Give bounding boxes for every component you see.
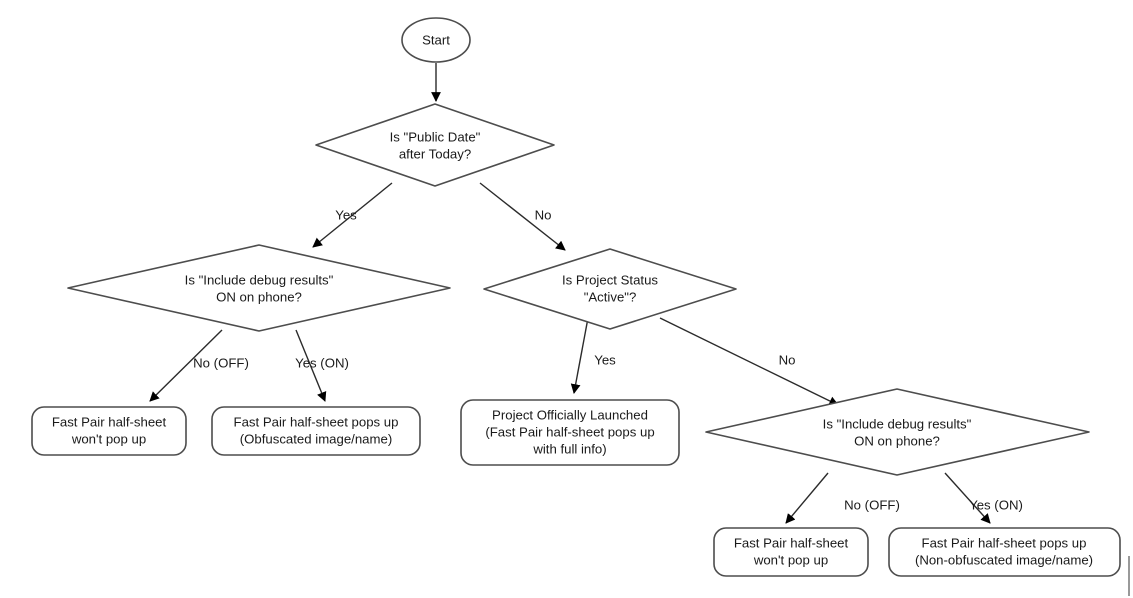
terminal-launched-line3: with full info) bbox=[532, 441, 606, 456]
node-start[interactable]: Start bbox=[401, 17, 471, 63]
project-status-line1: Is Project Status bbox=[562, 272, 658, 287]
terminal-right-on-line2: (Non-obfuscated image/name) bbox=[915, 552, 1093, 567]
node-decision-debug-right[interactable]: Is "Include debug results" ON on phone? bbox=[705, 388, 1090, 476]
edge-debug-left-on bbox=[295, 329, 327, 402]
debug-left-diamond bbox=[67, 244, 451, 332]
edge-project-status-yes bbox=[570, 317, 589, 394]
edge-label-debug-left-on: Yes (ON) bbox=[295, 355, 349, 370]
terminal-right-on-box bbox=[888, 527, 1121, 577]
edge-label-debug-right-on: Yes (ON) bbox=[969, 497, 1023, 512]
terminal-launched-line2: (Fast Pair half-sheet pops up bbox=[485, 424, 654, 439]
node-terminal-right-off[interactable]: Fast Pair half-sheet won't pop up bbox=[713, 527, 869, 577]
node-decision-project-status[interactable]: Is Project Status "Active"? bbox=[483, 248, 737, 330]
edge-public-date-yes bbox=[312, 182, 393, 248]
project-status-diamond bbox=[483, 248, 737, 330]
edge-debug-right-off bbox=[785, 472, 829, 524]
debug-right-diamond bbox=[705, 388, 1090, 476]
node-decision-public-date[interactable]: Is "Public Date" after Today? bbox=[315, 103, 555, 187]
node-decision-debug-left[interactable]: Is "Include debug results" ON on phone? bbox=[67, 244, 451, 332]
terminal-left-off-line1: Fast Pair half-sheet bbox=[52, 414, 167, 429]
terminal-right-off-line2: won't pop up bbox=[753, 552, 828, 567]
terminal-launched-line1: Project Officially Launched bbox=[492, 407, 648, 422]
edge-project-status-no bbox=[659, 317, 839, 406]
project-status-line2: "Active"? bbox=[584, 289, 637, 304]
edge-label-project-status-yes: Yes bbox=[594, 352, 616, 367]
terminal-right-off-box bbox=[713, 527, 869, 577]
start-label: Start bbox=[422, 32, 450, 47]
public-date-line1: Is "Public Date" bbox=[390, 129, 481, 144]
node-terminal-launched[interactable]: Project Officially Launched (Fast Pair h… bbox=[460, 399, 680, 466]
debug-left-line1: Is "Include debug results" bbox=[185, 272, 334, 287]
terminal-launched-box bbox=[460, 399, 680, 466]
terminal-left-on-line1: Fast Pair half-sheet pops up bbox=[234, 414, 399, 429]
debug-right-line1: Is "Include debug results" bbox=[823, 416, 972, 431]
debug-right-line2: ON on phone? bbox=[854, 433, 940, 448]
edge-debug-left-off bbox=[149, 329, 223, 402]
terminal-left-off-box bbox=[31, 406, 187, 456]
node-terminal-right-on[interactable]: Fast Pair half-sheet pops up (Non-obfusc… bbox=[888, 527, 1121, 577]
debug-left-line2: ON on phone? bbox=[216, 289, 302, 304]
edge-label-project-status-no: No bbox=[779, 352, 796, 367]
node-terminal-left-on[interactable]: Fast Pair half-sheet pops up (Obfuscated… bbox=[211, 406, 421, 456]
edge-label-debug-left-off: No (OFF) bbox=[193, 355, 249, 370]
connectors bbox=[149, 63, 991, 524]
terminal-left-on-line2: (Obfuscated image/name) bbox=[240, 431, 392, 446]
terminal-left-on-box bbox=[211, 406, 421, 456]
terminal-right-off-line1: Fast Pair half-sheet bbox=[734, 535, 849, 550]
terminal-right-on-line1: Fast Pair half-sheet pops up bbox=[922, 535, 1087, 550]
edge-public-date-no bbox=[479, 182, 566, 251]
start-ellipse bbox=[401, 17, 471, 63]
edge-label-debug-right-off: No (OFF) bbox=[844, 497, 900, 512]
edge-debug-right-on bbox=[944, 472, 991, 524]
node-terminal-left-off[interactable]: Fast Pair half-sheet won't pop up bbox=[31, 406, 187, 456]
edge-label-public-date-yes: Yes bbox=[335, 207, 357, 222]
public-date-diamond bbox=[315, 103, 555, 187]
edge-label-public-date-no: No bbox=[535, 207, 552, 222]
public-date-line2: after Today? bbox=[399, 146, 471, 161]
terminal-left-off-line2: won't pop up bbox=[71, 431, 146, 446]
edge-labels: Yes No No (OFF) Yes (ON) Yes No No (OFF)… bbox=[193, 207, 1023, 512]
